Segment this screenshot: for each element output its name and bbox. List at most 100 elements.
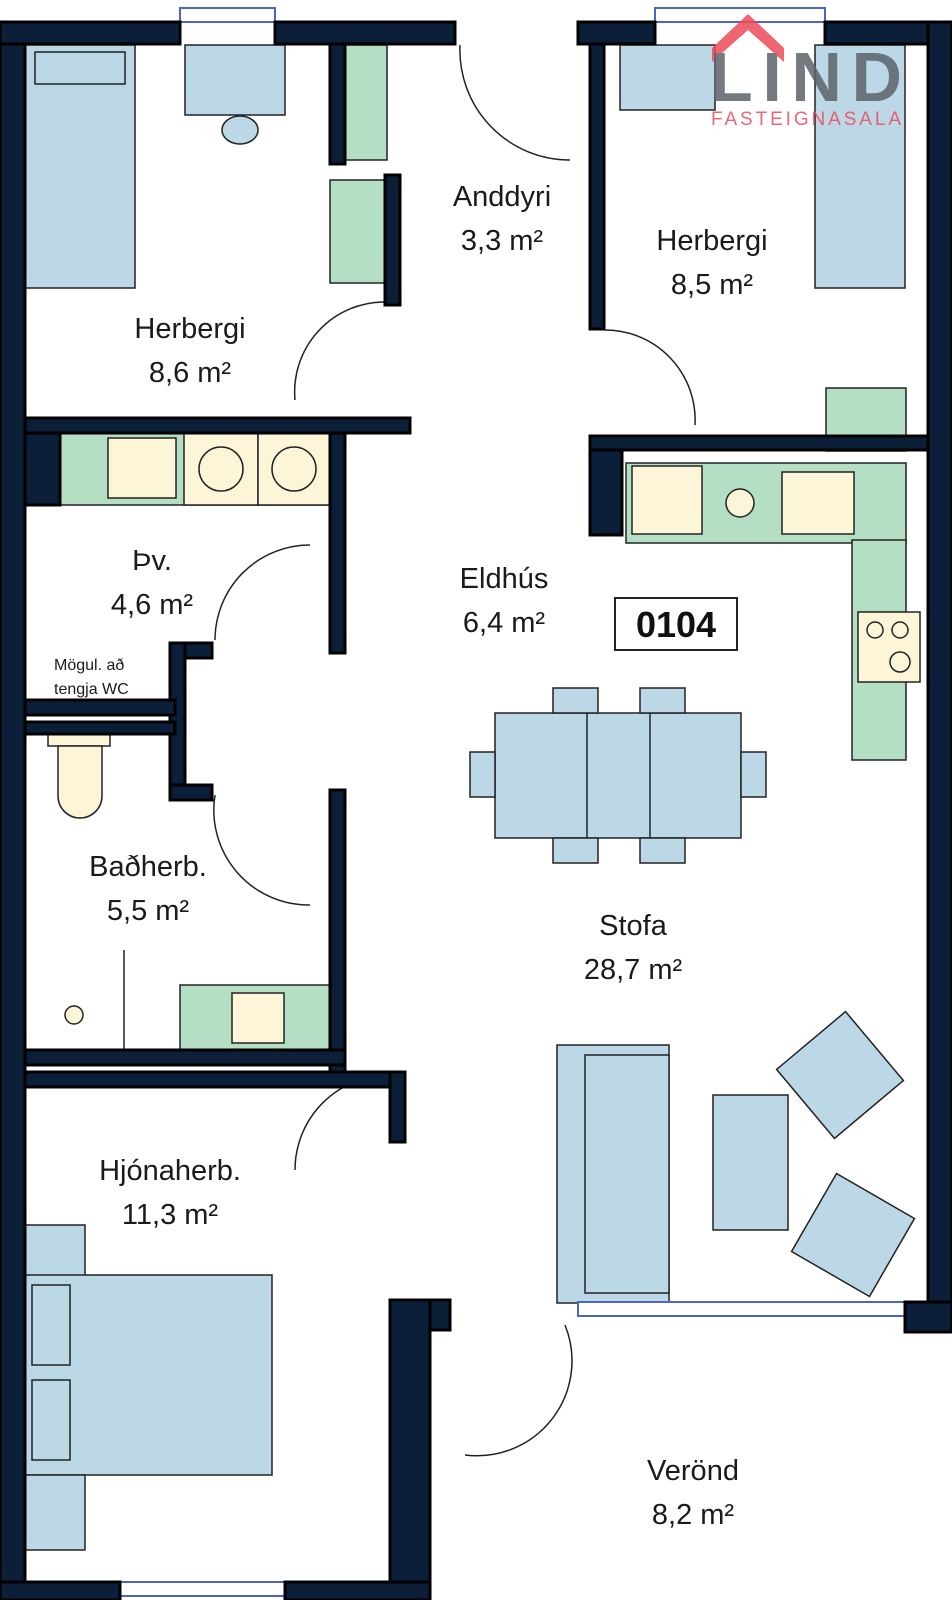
wall xyxy=(23,720,177,736)
roof-icon xyxy=(712,14,784,62)
washer-drum xyxy=(198,446,244,492)
wall xyxy=(23,431,62,507)
room-area: 8,2 m² xyxy=(652,1499,735,1531)
room-name: Anddyri xyxy=(453,181,551,213)
wall xyxy=(0,20,27,1600)
wall xyxy=(383,173,402,307)
bed-room1 xyxy=(24,44,136,289)
chair xyxy=(639,687,686,714)
room-area: 4,6 m² xyxy=(111,589,194,621)
furniture xyxy=(24,44,921,1551)
room-name: Hjónaherb. xyxy=(99,1155,241,1187)
room-area: 11,3 m² xyxy=(122,1199,219,1231)
room-area: 5,5 m² xyxy=(107,895,190,927)
pillow xyxy=(31,1284,71,1366)
wall xyxy=(328,42,347,166)
wall xyxy=(0,1580,122,1600)
dining-table xyxy=(494,712,742,839)
dryer-drum xyxy=(271,446,317,492)
bath-sink xyxy=(231,992,285,1044)
wall xyxy=(388,1298,432,1600)
wall xyxy=(576,20,657,46)
armchair xyxy=(790,1172,916,1298)
pillow xyxy=(34,51,126,85)
window xyxy=(119,1581,286,1597)
chair xyxy=(740,751,767,798)
nightstand xyxy=(24,1474,86,1551)
room-area: 3,3 m² xyxy=(461,225,544,257)
chair xyxy=(552,687,599,714)
wardrobe xyxy=(344,44,388,161)
patio-door xyxy=(464,1324,573,1457)
entrance-door xyxy=(459,44,571,161)
chair xyxy=(639,837,686,864)
wall xyxy=(23,1070,407,1089)
wall xyxy=(328,788,347,1087)
pillow xyxy=(31,1379,71,1461)
toilet xyxy=(57,745,103,819)
room-labels: Herbergi 8,6 m² Anddyri 3,3 m² Herbergi … xyxy=(54,181,768,1531)
room-name: Stofa xyxy=(599,910,668,942)
room-name: Verönd xyxy=(647,1455,739,1487)
desk-room1 xyxy=(184,44,286,116)
wall xyxy=(23,1048,347,1067)
room-name: Eldhús xyxy=(460,563,549,595)
wall xyxy=(903,1300,952,1334)
wall xyxy=(283,1580,432,1600)
wall xyxy=(926,20,952,1304)
windows xyxy=(119,7,909,1597)
chair xyxy=(221,115,259,145)
room-area: 8,5 m² xyxy=(671,269,754,301)
door-washroom xyxy=(214,544,311,641)
burner xyxy=(889,651,911,673)
wall xyxy=(23,416,412,435)
lind-logo: LIND FASTEIGNASALA xyxy=(710,14,903,130)
wall xyxy=(168,783,214,802)
walls xyxy=(0,20,952,1600)
wardrobe xyxy=(329,179,386,284)
dishwasher xyxy=(725,488,755,518)
wall xyxy=(328,431,347,655)
bed-room2 xyxy=(814,44,906,289)
window xyxy=(179,7,276,23)
desk-room2 xyxy=(619,44,716,111)
wall xyxy=(0,20,182,46)
wall xyxy=(588,448,624,537)
armchair xyxy=(775,1010,905,1140)
door-master xyxy=(294,1074,391,1171)
wall xyxy=(823,20,952,46)
room-name: Baðherb. xyxy=(89,851,207,883)
wall xyxy=(588,42,606,331)
room-area: 8,6 m² xyxy=(149,357,232,389)
room-name: Herbergi xyxy=(656,225,767,257)
window xyxy=(654,7,826,23)
washer xyxy=(183,432,259,506)
wall xyxy=(588,434,930,452)
chair xyxy=(552,837,599,864)
door-bathroom xyxy=(213,794,311,906)
unit-number-box xyxy=(614,597,738,651)
note-line1: Mögul. að xyxy=(54,657,124,674)
wall xyxy=(388,1070,407,1144)
window xyxy=(577,1301,909,1317)
door-room2 xyxy=(604,329,696,426)
room-name: Þv. xyxy=(132,545,172,577)
kitchen-sink xyxy=(781,471,855,535)
room-area: 28,7 m² xyxy=(584,954,683,986)
unit-number: 0104 xyxy=(636,604,716,645)
note-line2: tengja WC xyxy=(54,681,129,698)
burner xyxy=(866,621,884,639)
coffee-table xyxy=(712,1094,789,1231)
burner xyxy=(891,621,909,639)
chair xyxy=(469,751,496,798)
logo-subtitle: FASTEIGNASALA xyxy=(711,109,903,130)
stove xyxy=(857,611,921,683)
logo-text: LIND xyxy=(710,38,902,116)
room-area: 6,4 m² xyxy=(463,607,546,639)
sofa-seat xyxy=(584,1054,670,1294)
shower-head xyxy=(64,1005,84,1025)
room-name: Herbergi xyxy=(134,313,245,345)
wall xyxy=(23,698,177,717)
doors xyxy=(213,44,696,1457)
